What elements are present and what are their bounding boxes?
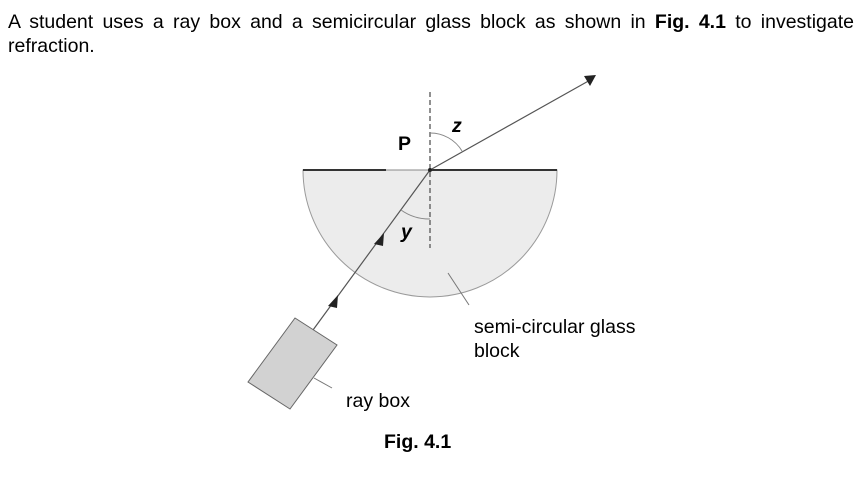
angle-z-label: z [452,115,462,137]
ray-box-leader-line [313,377,333,389]
angle-y-label: y [401,221,412,243]
refracted-ray-arrow-icon [584,75,596,86]
point-p-label: P [398,133,412,155]
semicircular-glass-block [302,169,558,298]
incident-ray-arrow-icon [374,233,384,246]
figure-reference: Fig. 4.1 [654,11,726,33]
ray-box [247,317,338,410]
angle-y-arc [400,209,431,220]
figure-caption: Fig. 4.1 [384,431,452,453]
incidence-point [428,168,432,172]
question-text: A student uses a ray box and a semicircu… [8,10,854,58]
glass-block-label: semi-circular glass block [474,316,636,362]
refracted-ray [429,78,593,171]
ray-box-label: ray box [346,390,410,412]
intro-text-end: to investigate refraction. [8,11,854,57]
incident-ray-arrow-lower-icon [328,295,338,308]
intro-text: A student uses a ray box and a semicircu… [8,11,655,33]
glass-block-leader-line [447,272,470,306]
angle-z-arc [429,132,463,152]
